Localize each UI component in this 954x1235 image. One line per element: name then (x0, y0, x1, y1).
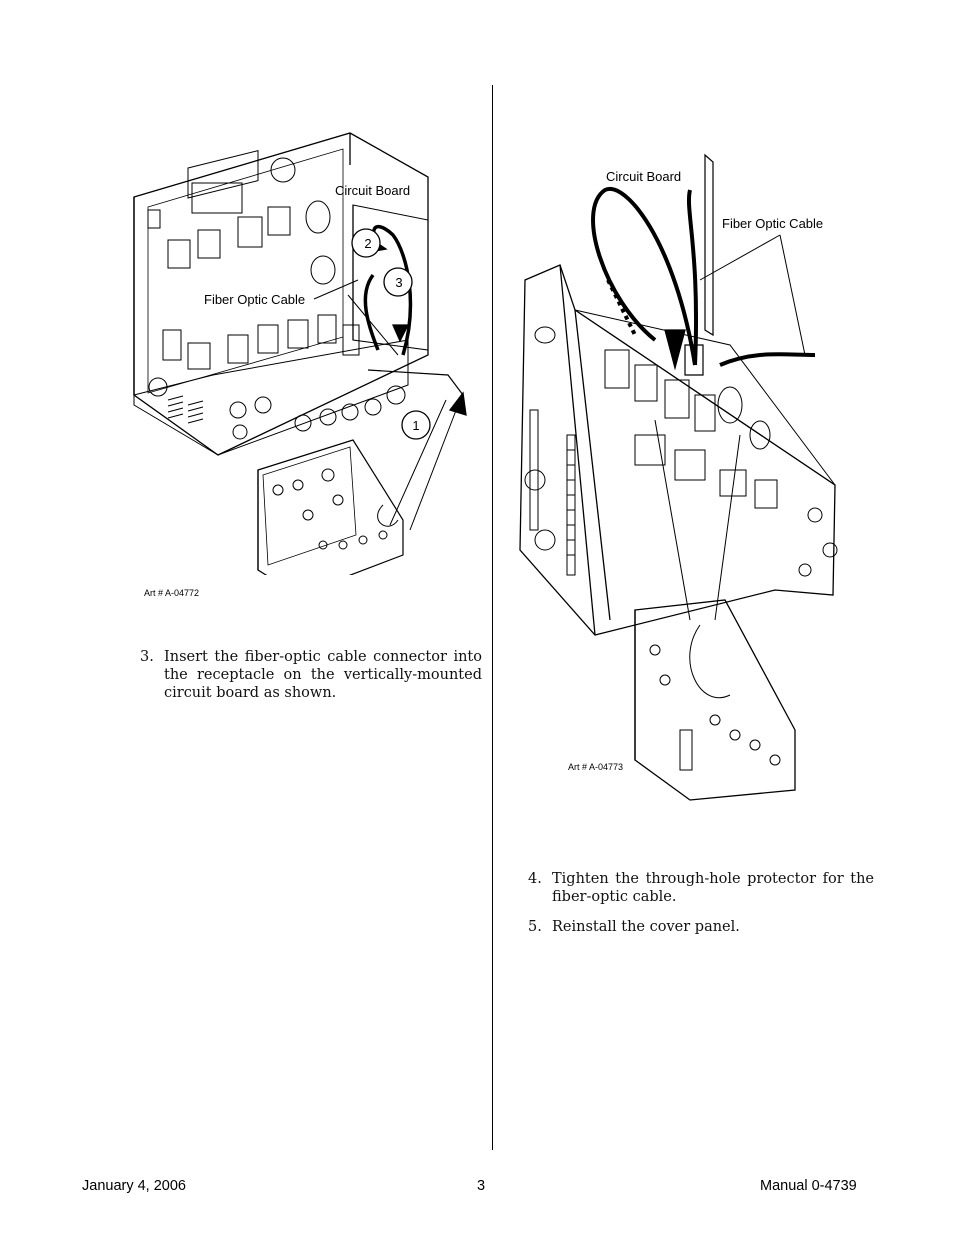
step-3-text: Insert the fiber-optic cable connector i… (164, 649, 482, 701)
right-fiber-optic-cable-label: Fiber Optic Cable (722, 216, 824, 231)
fiber-optic-cable-label: Fiber Optic Cable (204, 292, 306, 307)
callout-1: 1 (412, 418, 420, 433)
callout-3: 3 (395, 275, 403, 290)
footer-date: January 4, 2006 (82, 1178, 186, 1194)
left-figure-illustration (128, 125, 478, 575)
footer-manual: Manual 0-4739 (760, 1178, 857, 1194)
step-4-text: Tighten the through-hole protector for t… (552, 871, 874, 905)
step-4-number: 4. (528, 871, 542, 887)
right-art-number: Art # A-04773 (568, 762, 624, 772)
step-4: 4. Tighten the through-hole protector fo… (528, 870, 878, 910)
right-circuit-board-label: Circuit Board (606, 169, 682, 184)
step-5: 5. Reinstall the cover panel. (528, 918, 878, 938)
callout-2: 2 (364, 236, 372, 251)
step-5-number: 5. (528, 919, 542, 935)
step-3-number: 3. (140, 649, 154, 665)
left-art-number: Art # A-04772 (144, 588, 200, 598)
step-3: 3. Insert the fiber-optic cable connecto… (140, 648, 482, 708)
right-figure-illustration (515, 150, 845, 810)
circuit-board-label: Circuit Board (335, 183, 411, 198)
column-divider (492, 85, 493, 1150)
step-5-text: Reinstall the cover panel. (552, 919, 740, 935)
footer-page-number: 3 (476, 1178, 486, 1194)
